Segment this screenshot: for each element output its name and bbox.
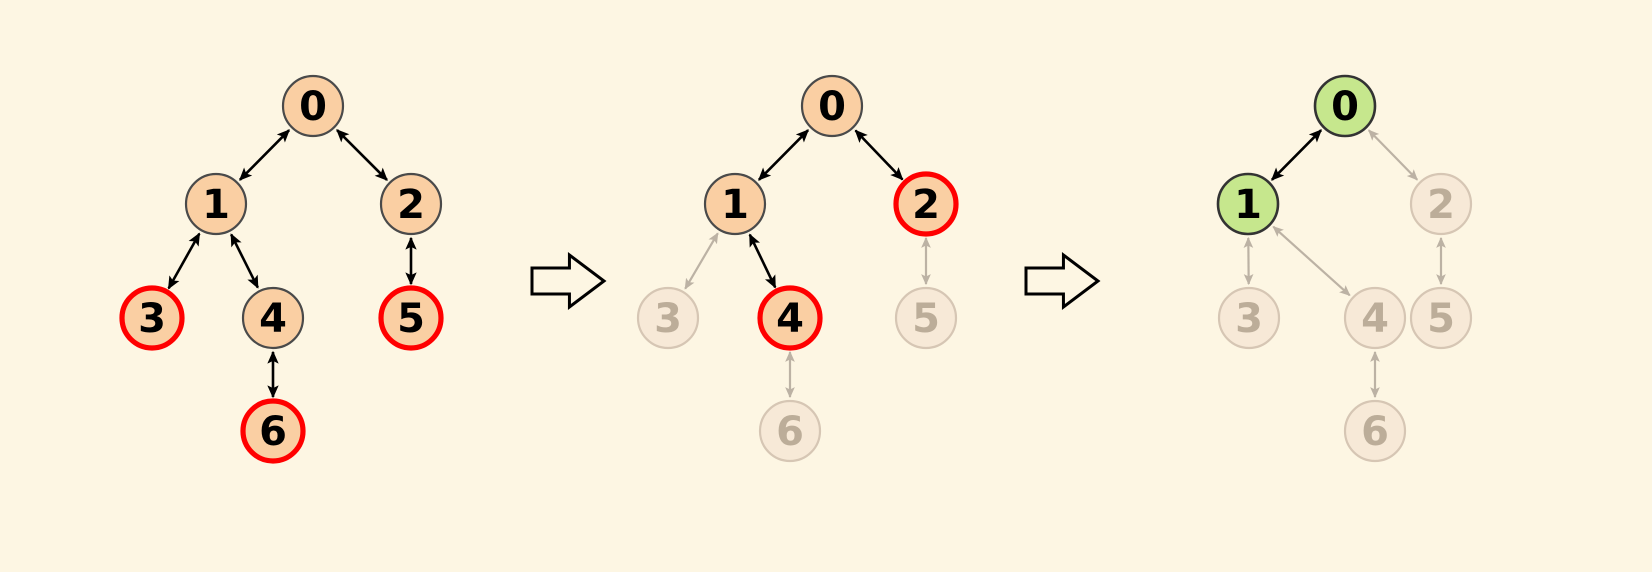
- node-circle: [636, 286, 700, 350]
- node-label: 3: [138, 296, 166, 342]
- node-label: 3: [654, 296, 682, 342]
- tree-node-2[interactable]: 2: [893, 171, 959, 237]
- tree-node-6[interactable]: 6: [1343, 399, 1407, 463]
- tree-node-0[interactable]: 0: [800, 74, 864, 138]
- tree-node-2[interactable]: 2: [1409, 172, 1473, 236]
- node-label: 5: [912, 296, 940, 342]
- node-circle: [379, 172, 443, 236]
- node-label: 2: [397, 182, 425, 228]
- step-arrows-layer: [530, 251, 1101, 311]
- panel-edges-step-2: [684, 129, 931, 399]
- step-arrow-2-to-3: [1024, 251, 1101, 311]
- node-label: 3: [1235, 296, 1263, 342]
- node-circle: [281, 74, 345, 138]
- panel-nodes-step-1: 0 1 2 3 4 5 6: [119, 74, 444, 464]
- tree-node-6[interactable]: 6: [758, 399, 822, 463]
- node-circle: [1343, 286, 1407, 350]
- node-highlight-ring: [757, 285, 823, 351]
- node-label: 6: [259, 409, 287, 455]
- node-label: 0: [1331, 84, 1359, 130]
- node-circle: [184, 172, 248, 236]
- edge-0-1: [238, 129, 291, 181]
- node-circle: [1313, 74, 1377, 138]
- node-circle: [1409, 172, 1473, 236]
- edge-1-4: [1272, 225, 1351, 297]
- node-circle: [894, 286, 958, 350]
- panel-edges-step-3: [1243, 129, 1446, 399]
- node-circle: [800, 74, 864, 138]
- tree-node-1[interactable]: 1: [703, 172, 767, 236]
- edge-1-4: [230, 233, 259, 289]
- node-highlight-ring: [378, 285, 444, 351]
- node-label: 2: [912, 182, 940, 228]
- panel-nodes-step-2: 0 1 2 3 4 5 6: [636, 74, 959, 463]
- node-label: 5: [397, 296, 425, 342]
- tree-node-3[interactable]: 3: [1217, 286, 1281, 350]
- node-label: 5: [1427, 296, 1455, 342]
- tree-node-0[interactable]: 0: [281, 74, 345, 138]
- node-circle: [758, 399, 822, 463]
- edge-1-3: [684, 232, 719, 290]
- node-label: 4: [1361, 296, 1389, 342]
- tree-node-4[interactable]: 4: [241, 286, 305, 350]
- tree-node-4[interactable]: 4: [757, 285, 823, 351]
- node-circle: [1216, 172, 1280, 236]
- node-circle: [1343, 399, 1407, 463]
- panel-edges-step-1: [167, 129, 417, 399]
- tree-node-2[interactable]: 2: [379, 172, 443, 236]
- step-arrow-1-to-2: [530, 251, 607, 311]
- tree-node-0[interactable]: 0: [1313, 74, 1377, 138]
- node-circle: [1409, 286, 1473, 350]
- tree-node-1[interactable]: 1: [184, 172, 248, 236]
- node-label: 6: [776, 409, 804, 455]
- tree-node-5[interactable]: 5: [378, 285, 444, 351]
- edge-0-2: [336, 129, 388, 181]
- node-highlight-ring: [240, 398, 306, 464]
- node-label: 1: [1234, 182, 1262, 228]
- edge-0-2: [854, 129, 904, 181]
- tree-node-3[interactable]: 3: [636, 286, 700, 350]
- node-circle: [1217, 286, 1281, 350]
- edge-0-1: [757, 129, 810, 181]
- tree-node-5[interactable]: 5: [1409, 286, 1473, 350]
- node-highlight-ring: [893, 171, 959, 237]
- edges-layer: [167, 129, 1446, 399]
- tree-node-5[interactable]: 5: [894, 286, 958, 350]
- tree-node-6[interactable]: 6: [240, 398, 306, 464]
- node-label: 2: [1427, 182, 1455, 228]
- node-label: 4: [259, 296, 287, 342]
- node-label: 6: [1361, 409, 1389, 455]
- edge-0-1: [1270, 129, 1323, 181]
- node-circle: [703, 172, 767, 236]
- edge-1-4: [748, 233, 777, 289]
- edge-1-3: [167, 232, 201, 290]
- node-label: 1: [721, 182, 749, 228]
- tree-node-4[interactable]: 4: [1343, 286, 1407, 350]
- node-highlight-ring: [119, 285, 185, 351]
- node-label: 4: [776, 296, 804, 342]
- tree-node-3[interactable]: 3: [119, 285, 185, 351]
- node-circle: [241, 286, 305, 350]
- node-label: 1: [202, 182, 230, 228]
- node-label: 0: [299, 84, 327, 130]
- node-label: 0: [818, 84, 846, 130]
- tree-node-1[interactable]: 1: [1216, 172, 1280, 236]
- edge-0-2: [1368, 129, 1418, 181]
